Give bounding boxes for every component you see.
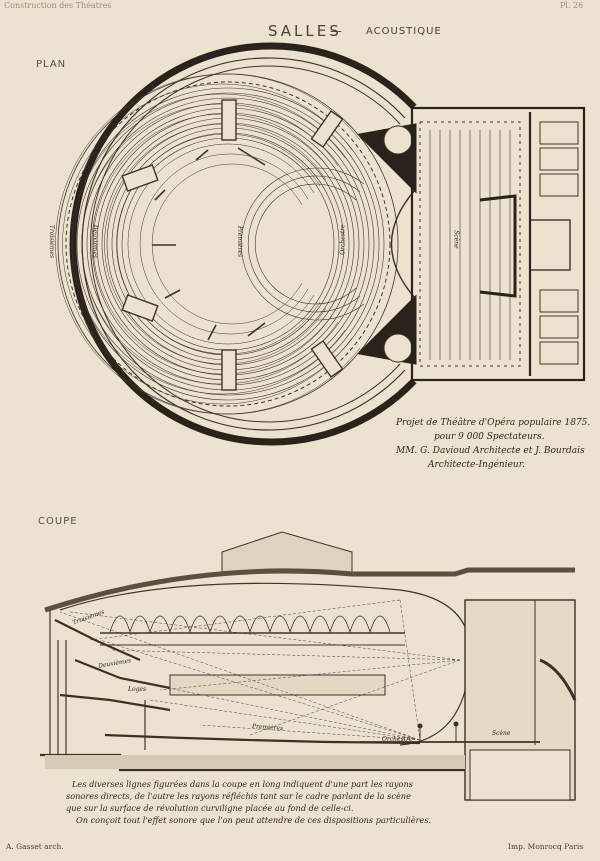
coupe-label-loges: Loges [128, 686, 147, 693]
dressing-rooms [539, 121, 579, 365]
project-note-line3: MM. G. Davioud Architecte et J. Bourdais [396, 446, 585, 456]
caption-line1: Les diverses lignes figurées dans la cou… [72, 779, 413, 789]
left-structure [49, 610, 146, 755]
caption-line4: On conçoit tout l'effet sonore que l'on … [76, 815, 432, 825]
performer-figures [417, 721, 459, 742]
premieres-rows [55, 73, 361, 415]
coupe-heading: COUPE [38, 516, 78, 527]
proscenium [390, 189, 416, 299]
project-note-line2: pour 9 000 Spectateurs. [434, 432, 545, 442]
plate-subtitle: ACOUSTIQUE [366, 26, 442, 37]
project-note-line1: Projet de Théâtre d'Opéra populaire 1875… [396, 418, 591, 428]
project-note-line4: Architecte-Ingénieur. [428, 460, 525, 470]
sound-rays [59, 599, 461, 741]
premieres-aisles [152, 147, 266, 341]
reflector-shell [59, 582, 471, 746]
title-dash: — [330, 24, 343, 38]
plate-title: SALLES [268, 22, 342, 40]
stage-block [410, 106, 586, 382]
outer-wall [69, 42, 417, 446]
running-header-right: Pl. 26 [560, 1, 584, 10]
footer-architect: A. Gasset arch. [6, 842, 64, 851]
caption-line2: sonores directs, de l'autre les rayons r… [66, 791, 411, 801]
gallery-arcades [109, 615, 391, 634]
roof-lantern [221, 531, 353, 574]
caption-line3: que sur la surface de révolution curvili… [66, 803, 354, 813]
footer-printer: Imp. Monrocq Paris [508, 842, 584, 851]
stage-house [464, 599, 577, 801]
running-header-left: Construction des Théatres [4, 1, 112, 10]
roof-structure [44, 567, 575, 613]
coupe-label-scene: Scène [492, 730, 511, 737]
orchestre-rows [241, 167, 365, 321]
coupe-label-orchestre: Orchestre [382, 736, 413, 743]
vomitories [121, 99, 344, 391]
plan-heading: PLAN [36, 59, 67, 70]
